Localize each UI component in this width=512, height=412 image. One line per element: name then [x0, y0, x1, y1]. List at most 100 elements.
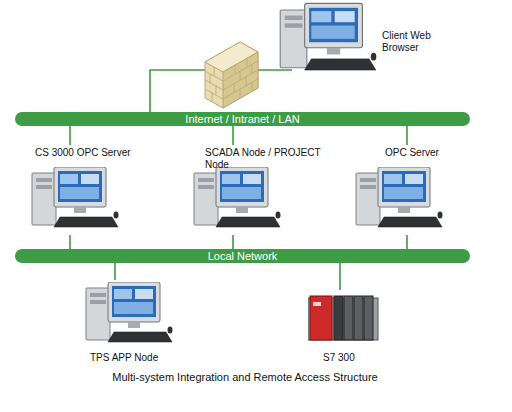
screen-window	[135, 289, 153, 299]
network-link	[406, 235, 408, 249]
monitor-stand	[327, 48, 340, 55]
network-bus: Internet / Intranet / LAN	[15, 112, 470, 126]
firewall-side	[223, 52, 258, 108]
drive-bay	[285, 16, 303, 20]
firewall-symbol	[205, 42, 258, 108]
tower-case	[356, 173, 380, 225]
screen-window	[405, 174, 423, 184]
node-label: OPC Server	[385, 147, 452, 159]
drive-bay	[90, 300, 106, 304]
network-link	[232, 235, 234, 249]
node-label: S7 300	[323, 352, 383, 364]
drive-bay	[198, 185, 214, 189]
node-label: TPS APP Node	[90, 352, 182, 364]
mouse	[168, 327, 173, 334]
node-label: SCADA Node / PROJECT Node	[205, 147, 330, 171]
network-link	[406, 126, 408, 145]
monitor-screen	[112, 286, 156, 317]
computer-illustration	[278, 2, 378, 78]
drive-bay	[285, 23, 303, 27]
computer-symbol	[32, 167, 119, 227]
mouse	[371, 53, 377, 61]
screen-window	[222, 187, 261, 199]
firewall-top	[205, 42, 258, 72]
monitor-stand	[128, 322, 140, 328]
screen-window	[60, 174, 78, 184]
monitor-frame	[216, 167, 268, 207]
keyboard	[216, 217, 280, 227]
monitor-frame	[378, 167, 430, 207]
monitor-screen	[58, 171, 102, 202]
computer-symbol	[356, 167, 443, 227]
computer-node: OPC Server	[352, 145, 452, 235]
screen-window	[311, 11, 331, 22]
screen-window	[222, 174, 240, 184]
drive-bay	[36, 178, 52, 182]
drive-bay	[360, 185, 376, 189]
monitor-frame	[305, 3, 363, 47]
plc-led	[313, 302, 321, 306]
computer-node: Client Web Browser	[278, 0, 450, 80]
monitor-stand	[398, 207, 410, 213]
screen-window	[114, 289, 132, 299]
drive-bay	[36, 185, 52, 189]
plc-illustration	[308, 294, 380, 344]
network-link	[150, 70, 292, 112]
monitor-frame	[108, 282, 160, 322]
screen-window	[81, 174, 99, 184]
network-link	[339, 263, 341, 290]
mouse	[114, 212, 119, 219]
plc-symbol	[308, 296, 378, 340]
network-link	[232, 126, 234, 145]
plc-io-module	[354, 296, 363, 340]
firewall-wall	[205, 42, 258, 108]
keyboard	[54, 217, 118, 227]
network-link	[69, 235, 71, 249]
screen-window	[384, 187, 423, 199]
network-link	[114, 263, 116, 280]
plc-power-module	[310, 296, 332, 340]
monitor-frame	[54, 167, 106, 207]
computer-node: SCADA Node / PROJECT Node	[180, 145, 330, 235]
keyboard	[378, 217, 442, 227]
plc-io-module	[344, 296, 353, 340]
computer-illustration	[84, 282, 174, 348]
mouse	[276, 212, 281, 219]
node-label: CS 3000 OPC Server	[35, 147, 135, 159]
plc-io-module	[364, 296, 373, 340]
network-bus: Local Network	[15, 249, 470, 263]
drive-bay	[360, 178, 376, 182]
computer-symbol	[194, 167, 281, 227]
node-label: Client Web Browser	[382, 30, 450, 54]
network-link	[69, 126, 71, 145]
screen-window	[335, 11, 355, 22]
monitor-stand	[74, 207, 86, 213]
keyboard	[305, 59, 376, 70]
tower-case	[32, 173, 56, 225]
brick-lines	[205, 58, 258, 101]
tower-case	[280, 10, 307, 68]
computer-node: CS 3000 OPC Server	[25, 145, 135, 235]
computer-symbol	[280, 3, 376, 70]
monitor-stand	[236, 207, 248, 213]
keyboard	[108, 332, 172, 342]
screen-window	[114, 302, 153, 314]
bus-label: Local Network	[208, 250, 278, 262]
screen-window	[60, 187, 99, 199]
monitor-screen	[220, 171, 264, 202]
computer-illustration	[354, 167, 444, 233]
computer-illustration	[192, 167, 282, 233]
computer-symbol	[86, 282, 173, 342]
screen-window	[243, 174, 261, 184]
drive-bay	[198, 178, 214, 182]
plc-io-module	[334, 296, 343, 340]
drive-bay	[90, 293, 106, 297]
bus-label: Internet / Intranet / LAN	[185, 113, 299, 125]
computer-illustration	[30, 167, 120, 233]
mouse	[438, 212, 443, 219]
screen-window	[311, 26, 354, 39]
monitor-screen	[382, 171, 426, 202]
screen-window	[384, 174, 402, 184]
tower-case	[194, 173, 218, 225]
